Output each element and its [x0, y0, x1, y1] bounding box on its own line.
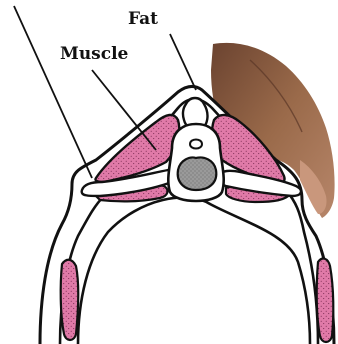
spinal-cord — [178, 158, 217, 191]
muscle-label: Muscle — [60, 44, 129, 64]
right-side-muscle — [317, 259, 334, 342]
leader-line-fat — [170, 34, 196, 90]
fat-label: Fat — [128, 9, 158, 29]
left-side-muscle — [61, 260, 79, 340]
spinal-canal-top — [190, 140, 202, 149]
leader-line-outer — [14, 6, 92, 178]
